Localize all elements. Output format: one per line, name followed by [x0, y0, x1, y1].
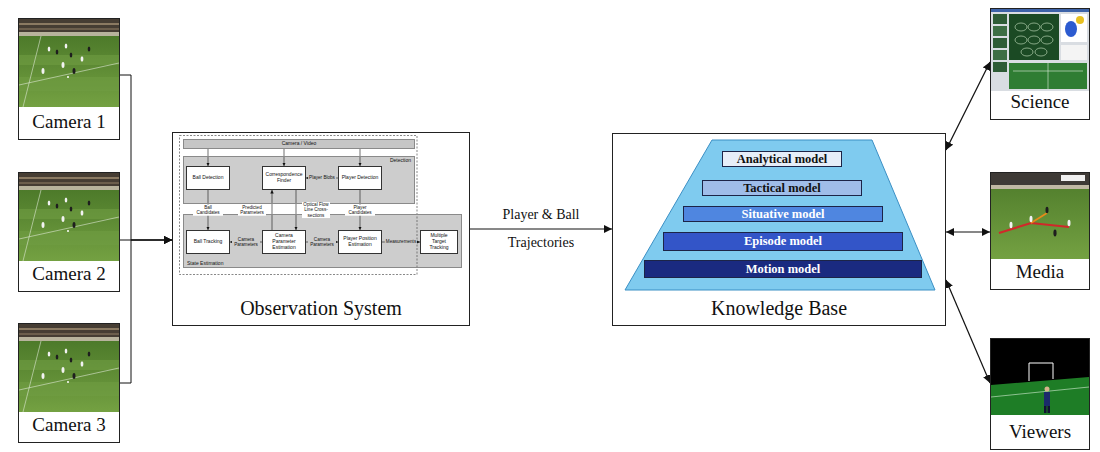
process-label: Ball Tracking — [194, 239, 223, 245]
connector-arrow — [470, 229, 612, 230]
process-label: Camera Parameter Estimation — [265, 233, 303, 250]
edge-label: Player Blobs — [308, 175, 336, 180]
model-label: Episode model — [744, 235, 822, 248]
panel-caption: Media — [1016, 261, 1065, 283]
process-box: Camera Parameter Estimation — [262, 230, 306, 254]
process-box: Ball Tracking — [186, 230, 230, 254]
process-label: Ball Detection — [193, 175, 224, 181]
panel-caption: Science — [1010, 91, 1069, 113]
panel-caption: Camera 2 — [32, 263, 105, 285]
media-image — [991, 173, 1089, 259]
system-box: Observation System Camera / VideoDetectio… — [172, 132, 470, 326]
process-label: Correspondence Finder — [265, 172, 303, 184]
model-layer: Episode model — [663, 232, 903, 251]
model-layer: Analytical model — [722, 151, 842, 167]
science-screenshot — [991, 9, 1089, 91]
connector-arrow — [360, 149, 361, 166]
edge-label: Measurements — [385, 239, 417, 244]
model-pyramid — [625, 140, 935, 290]
model-label: Tactical model — [743, 182, 821, 195]
audience-panel: Science — [990, 8, 1090, 120]
knowledge-caption: Knowledge Base — [711, 297, 847, 320]
edge-label: Player & Ball Trajectories — [491, 201, 591, 257]
camera-image — [19, 173, 119, 261]
model-layer: Situative model — [683, 206, 883, 222]
edge-label: Camera Parameters — [232, 237, 260, 248]
group-fill — [183, 214, 462, 268]
model-label: Situative model — [742, 208, 825, 221]
process-label: Player Detection — [342, 175, 379, 181]
process-box: Ball Detection — [186, 166, 230, 190]
connector-arrow — [946, 280, 990, 383]
model-label: Motion model — [746, 263, 821, 276]
panel-caption: Viewers — [1009, 421, 1071, 443]
model-layer: Motion model — [644, 260, 922, 278]
camera-image — [19, 19, 119, 107]
edge-label: Predicted Parameters — [238, 205, 266, 216]
process-box: Player Position Estimation — [338, 230, 382, 254]
phase-group: DetectionBall Detection Correspondence Fi… — [183, 156, 415, 204]
connector-arrow — [946, 231, 990, 232]
audience-panel: Media — [990, 172, 1090, 290]
system-caption: Observation System — [240, 297, 402, 320]
source-panel: Camera 3 — [18, 323, 120, 443]
model-layer: Tactical model — [702, 180, 862, 196]
dashed-region — [180, 136, 418, 275]
connector-arrow — [208, 149, 209, 166]
group-label: Detection — [390, 158, 411, 164]
camera-image — [19, 324, 119, 412]
edge-label: Player Candidates — [345, 205, 375, 216]
model-label: Analytical model — [737, 153, 828, 166]
knowledge-box: Knowledge Base Analytical modelTactical m… — [612, 133, 946, 326]
group-label: State Estimation — [187, 261, 223, 267]
process-label: Player Position Estimation — [341, 236, 379, 248]
edge-label: Camera Parameters — [308, 237, 336, 248]
source-panel: Camera 1 — [18, 18, 120, 140]
viewers-render — [991, 339, 1089, 415]
connector-arrow — [120, 240, 172, 383]
connector-arrow — [120, 75, 172, 240]
process-box: Player Detection — [338, 166, 382, 190]
connector-arrow — [946, 62, 990, 150]
connector-arrow — [272, 190, 273, 230]
connector-arrow — [296, 190, 297, 230]
audience-panel: Viewers — [990, 338, 1090, 450]
edge-label: Optical Flow Line Cross-sections — [302, 202, 330, 218]
source-panel: Camera 2 — [18, 172, 120, 292]
edge-label: Ball Candidates — [193, 205, 223, 216]
panel-caption: Camera 3 — [32, 414, 105, 436]
band-label: Camera / Video — [282, 141, 317, 147]
process-box: Correspondence Finder — [262, 166, 306, 190]
group-fill — [183, 156, 415, 204]
process-label: Multiple Target Tracking — [423, 233, 455, 250]
input-band: Camera / Video — [183, 139, 415, 149]
panel-caption: Camera 1 — [32, 111, 105, 133]
connector-arrow — [284, 149, 285, 166]
process-box: Multiple Target Tracking — [420, 230, 458, 254]
